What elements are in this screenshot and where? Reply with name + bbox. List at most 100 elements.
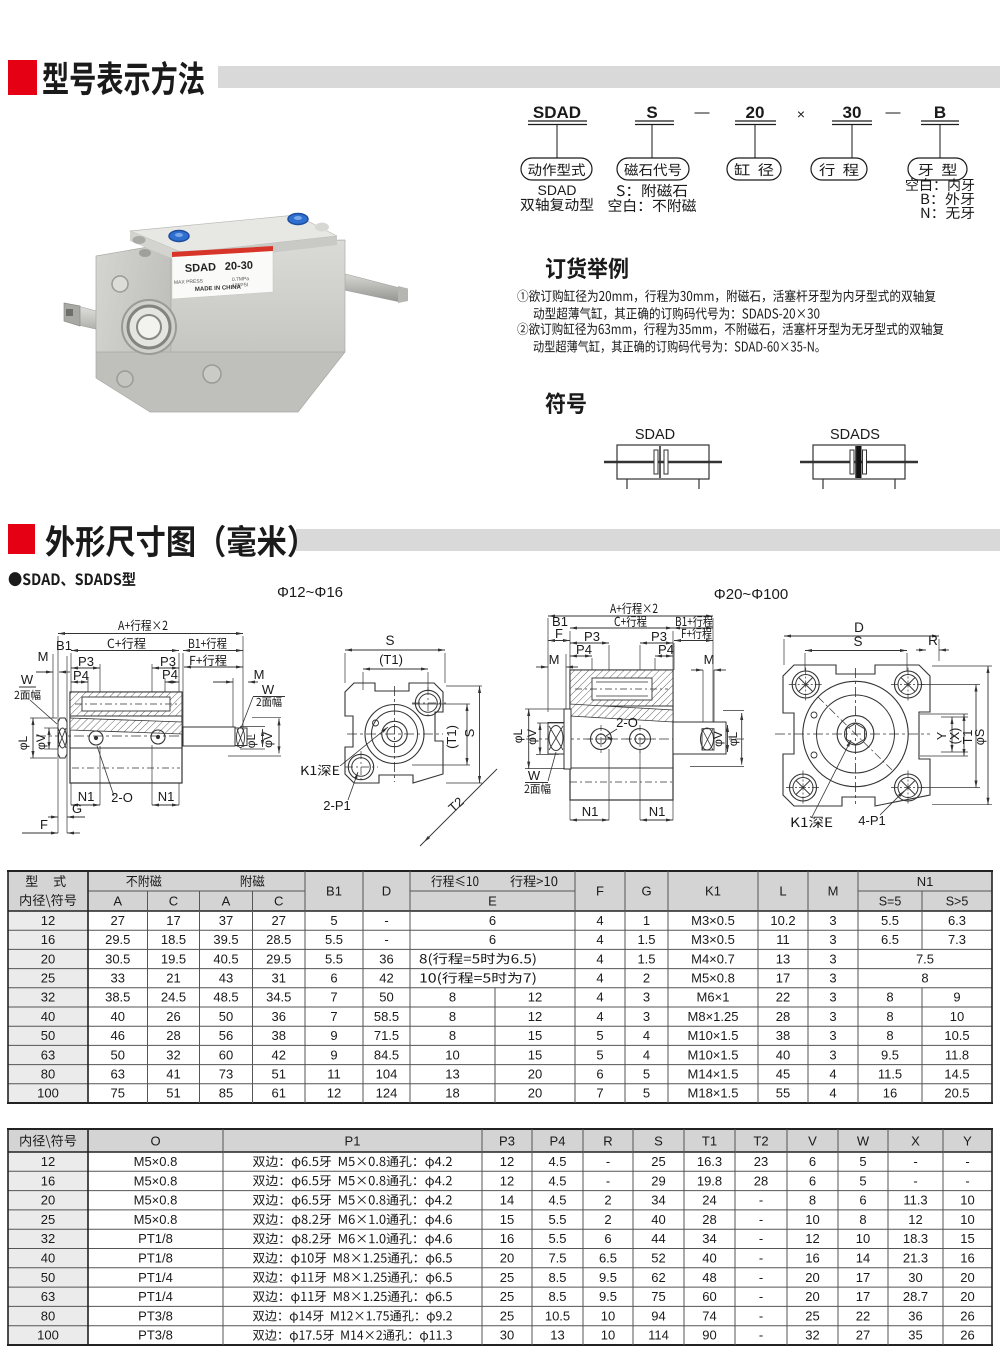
svg-text:12: 12 (805, 1231, 819, 1246)
svg-text:11.3: 11.3 (903, 1193, 927, 1208)
svg-text:3: 3 (829, 1009, 836, 1024)
svg-text:3: 3 (829, 1028, 836, 1043)
svg-text:Φ20~Φ100: Φ20~Φ100 (714, 586, 788, 603)
svg-text:32: 32 (166, 1047, 180, 1062)
svg-text:M8×1.25: M8×1.25 (688, 1009, 739, 1024)
svg-text:26: 26 (166, 1009, 180, 1024)
svg-text:7: 7 (596, 1086, 603, 1101)
svg-text:N1: N1 (78, 789, 95, 804)
svg-text:K1: K1 (705, 884, 721, 899)
svg-text:42: 42 (379, 971, 393, 986)
svg-text:R: R (603, 1134, 612, 1149)
svg-text:104: 104 (376, 1067, 398, 1082)
svg-text:-: - (965, 1173, 969, 1188)
svg-text:30: 30 (843, 103, 862, 122)
svg-text:5.5: 5.5 (325, 951, 343, 966)
svg-text:9.5: 9.5 (881, 1047, 899, 1062)
svg-text:33: 33 (111, 971, 125, 986)
svg-text:4: 4 (596, 951, 603, 966)
svg-text:5.5: 5.5 (548, 1212, 566, 1227)
svg-text:8: 8 (921, 971, 928, 986)
svg-text:16: 16 (805, 1250, 819, 1265)
svg-text:4: 4 (643, 1047, 650, 1062)
svg-text:31: 31 (272, 971, 286, 986)
svg-text:46: 46 (111, 1028, 125, 1043)
svg-text:A: A (222, 894, 231, 909)
svg-text:3: 3 (829, 990, 836, 1005)
svg-text:6: 6 (489, 913, 496, 928)
svg-text:W: W (528, 768, 541, 783)
svg-text:PT1/4: PT1/4 (138, 1270, 173, 1285)
svg-text:10: 10 (601, 1328, 615, 1343)
svg-text:SDADS: SDADS (830, 427, 880, 443)
svg-text:5.5: 5.5 (325, 932, 343, 947)
svg-text:6.5: 6.5 (599, 1250, 617, 1265)
svg-text:8: 8 (449, 1028, 456, 1043)
svg-text:T1: T1 (961, 730, 975, 745)
svg-text:62: 62 (651, 1270, 665, 1285)
svg-text:M5×0.8: M5×0.8 (691, 971, 735, 986)
svg-text:25: 25 (41, 971, 55, 986)
svg-text:M6×1: M6×1 (697, 990, 730, 1005)
svg-text:1.5: 1.5 (637, 932, 655, 947)
svg-text:55: 55 (776, 1086, 790, 1101)
svg-text:30: 30 (908, 1270, 922, 1285)
svg-text:-: - (759, 1308, 763, 1323)
svg-text:φV: φV (711, 731, 725, 747)
svg-text:10: 10 (805, 1212, 819, 1227)
svg-text:M18×1.5: M18×1.5 (688, 1086, 739, 1101)
svg-text:20: 20 (805, 1270, 819, 1285)
svg-text:F: F (596, 884, 604, 899)
svg-text:32: 32 (805, 1328, 819, 1343)
svg-text:4: 4 (829, 1067, 836, 1082)
svg-text:29.5: 29.5 (105, 932, 130, 947)
svg-text:P3: P3 (160, 654, 176, 669)
svg-text:20: 20 (746, 103, 765, 122)
svg-text:PT3/8: PT3/8 (138, 1328, 173, 1343)
svg-text:9: 9 (330, 1047, 337, 1062)
svg-text:10.5: 10.5 (545, 1308, 570, 1323)
svg-text:-: - (913, 1154, 917, 1169)
svg-text:PT1/8: PT1/8 (138, 1250, 173, 1265)
svg-text:27: 27 (111, 913, 125, 928)
svg-text:8: 8 (449, 1009, 456, 1024)
svg-text:24: 24 (702, 1193, 716, 1208)
svg-text:30.5: 30.5 (105, 951, 130, 966)
svg-text:7.5: 7.5 (548, 1250, 566, 1265)
svg-text:-: - (384, 913, 388, 928)
svg-text:21: 21 (166, 971, 180, 986)
svg-text:F: F (555, 626, 563, 641)
svg-text:N1: N1 (158, 789, 175, 804)
svg-text:27: 27 (272, 913, 286, 928)
svg-text:16: 16 (41, 1173, 55, 1188)
svg-text:(X): (X) (948, 728, 962, 745)
svg-text:29: 29 (651, 1173, 665, 1188)
svg-text:-: - (759, 1328, 763, 1343)
svg-text:9: 9 (953, 990, 960, 1005)
svg-text:10: 10 (601, 1308, 615, 1323)
svg-text:6: 6 (809, 1173, 816, 1188)
svg-text:12: 12 (327, 1086, 341, 1101)
svg-text:M5×0.8: M5×0.8 (134, 1173, 178, 1188)
svg-text:14.5: 14.5 (944, 1067, 969, 1082)
svg-text:Y: Y (963, 1134, 972, 1149)
svg-text:75: 75 (111, 1086, 125, 1101)
svg-text:5: 5 (643, 1086, 650, 1101)
svg-text:E: E (488, 894, 497, 909)
svg-text:20: 20 (41, 1193, 55, 1208)
svg-text:32: 32 (41, 990, 55, 1005)
svg-text:14: 14 (856, 1250, 870, 1265)
svg-text:13: 13 (550, 1328, 564, 1343)
svg-text:50: 50 (219, 1009, 233, 1024)
svg-text:26: 26 (960, 1308, 974, 1323)
svg-text:B1: B1 (56, 638, 72, 653)
svg-text:W: W (857, 1134, 870, 1149)
svg-text:15: 15 (528, 1028, 542, 1043)
svg-text:51: 51 (272, 1067, 286, 1082)
svg-text:45: 45 (776, 1067, 790, 1082)
svg-text:27: 27 (856, 1328, 870, 1343)
svg-text:9.5: 9.5 (599, 1270, 617, 1285)
svg-text:P4: P4 (550, 1134, 566, 1149)
svg-text:20: 20 (500, 1250, 514, 1265)
svg-text:10: 10 (960, 1212, 974, 1227)
